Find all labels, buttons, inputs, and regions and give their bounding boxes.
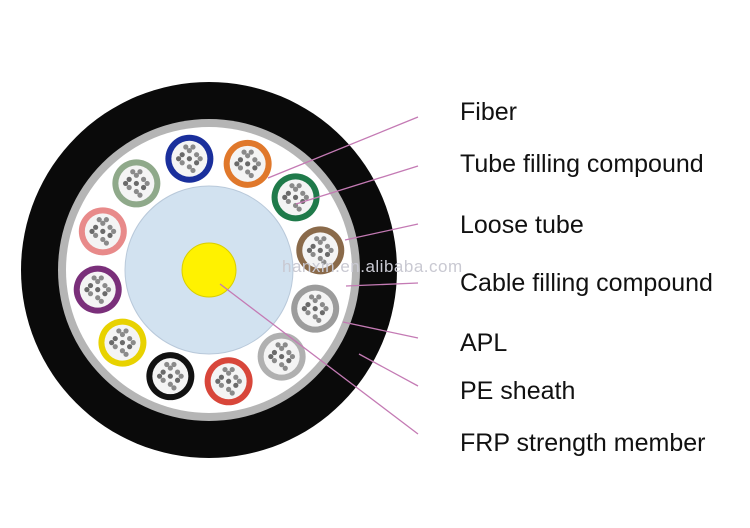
loose-tube-8 (146, 352, 195, 401)
loose-tube-2 (223, 139, 272, 188)
leader-line-6 (358, 353, 419, 387)
label-tube-filling-compound: Tube filling compound (460, 150, 704, 178)
loose-tube-7 (204, 357, 253, 406)
leader-lines (219, 116, 419, 435)
loose-tube-6 (257, 332, 306, 381)
label-fiber: Fiber (460, 98, 517, 126)
loose-tubes (73, 134, 345, 406)
label-apl: APL (460, 329, 508, 357)
leader-line-2 (295, 165, 419, 205)
loose-tube-12 (112, 159, 161, 208)
loose-tube-10 (73, 265, 122, 314)
label-cable-filling-compound: Cable filling compound (460, 269, 713, 297)
label-frp-strength-member: FRP strength member (460, 429, 706, 457)
watermark: hanxin.en.alibaba.com (282, 257, 463, 276)
loose-tube-3 (271, 173, 320, 222)
loose-tube-1 (165, 134, 214, 183)
loose-tube-11 (78, 207, 127, 256)
label-pe-sheath: PE sheath (460, 377, 576, 405)
loose-tube-9 (98, 318, 147, 367)
leader-line-7 (219, 283, 419, 435)
frp-strength-member (181, 242, 237, 298)
loose-tube-4 (296, 226, 345, 275)
leader-line-3 (344, 223, 419, 241)
leader-line-4 (345, 282, 419, 287)
label-loose-tube: Loose tube (460, 211, 584, 239)
loose-tube-5 (291, 284, 340, 333)
leader-line-5 (342, 321, 419, 339)
leader-line-1 (267, 116, 419, 179)
